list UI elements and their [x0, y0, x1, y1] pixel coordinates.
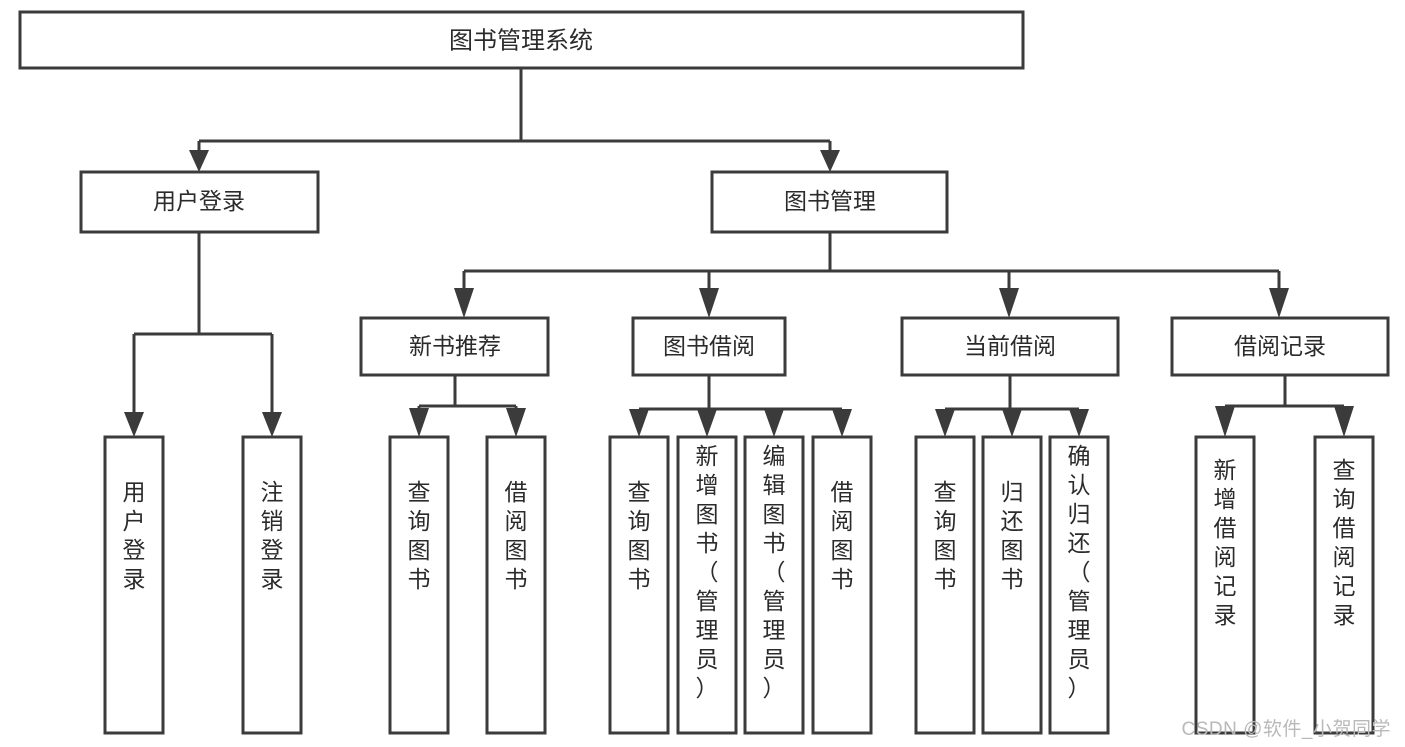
node-user-login-box[interactable]: [79, 170, 320, 234]
leaf-box[interactable]: [1194, 435, 1256, 735]
leaf-node[interactable]: 借阅图书: [485, 435, 547, 735]
node-current-borrow-label: 当前借阅: [964, 333, 1056, 359]
leaf-node[interactable]: 查询图书: [608, 435, 670, 735]
connector-group-book-borrow: [629, 375, 852, 437]
node-book-manage[interactable]: 图书管理: [710, 170, 949, 234]
leaf-box[interactable]: [676, 435, 738, 735]
arrow-head-icon-bookmanage-0: [454, 288, 474, 318]
node-borrow-record-label: 借阅记录: [1234, 333, 1326, 359]
node-root-label: 图书管理系统: [449, 27, 593, 54]
node-book-borrow[interactable]: 图书借阅: [631, 316, 787, 377]
leaf-label: 查询图书: [408, 479, 431, 592]
leaf-label: 新增图书（管理员）: [696, 443, 719, 701]
leaf-node[interactable]: 查询图书: [388, 435, 450, 735]
arrow-head-icon-root-1: [820, 150, 840, 172]
arrow-head-icon-userlogin-1: [262, 412, 282, 437]
node-user-login-label: 用户登录: [153, 188, 245, 214]
leaf-node[interactable]: 查询借阅记录: [1313, 435, 1375, 735]
node-current-borrow-box[interactable]: [900, 316, 1120, 377]
node-book-borrow-label: 图书借阅: [663, 333, 755, 359]
leaf-label: 查询借阅记录: [1333, 457, 1356, 628]
node-user-login[interactable]: 用户登录: [79, 170, 320, 234]
leaf-label: 新增借阅记录: [1214, 457, 1237, 628]
node-borrow-record[interactable]: 借阅记录: [1170, 316, 1390, 377]
node-new-book-recommend-box[interactable]: [359, 316, 550, 377]
connector-group-current-borrow: [935, 375, 1089, 437]
node-borrow-record-box[interactable]: [1170, 316, 1390, 377]
arrow-head-icon-newbook-1: [506, 408, 526, 437]
arrow-head-icon-borrowrecord-0: [1215, 406, 1235, 437]
arrow-head-icon-borrowrecord-1: [1334, 406, 1354, 437]
connector-group-root: [189, 68, 840, 172]
leaf-label: 查询图书: [628, 479, 651, 592]
leaf-node[interactable]: 用户登录: [103, 435, 165, 735]
arrow-head-icon-bookmanage-3: [1269, 288, 1289, 318]
arrow-head-icon-bookborrow-1: [697, 409, 717, 437]
leaf-box[interactable]: [1313, 435, 1375, 735]
leaf-box[interactable]: [981, 435, 1043, 735]
node-root-box[interactable]: [18, 10, 1025, 70]
arrow-head-icon-root-0: [189, 150, 209, 172]
node-current-borrow[interactable]: 当前借阅: [900, 316, 1120, 377]
leaf-node[interactable]: 归还图书: [981, 435, 1043, 735]
connector-group-borrow-record: [1215, 375, 1354, 437]
arrow-head-icon-bookborrow-2: [764, 409, 784, 437]
leaf-node[interactable]: 注销登录: [241, 435, 303, 735]
node-book-manage-box[interactable]: [710, 170, 949, 234]
arrow-head-icon-newbook-0: [409, 408, 429, 437]
leaf-label: 用户登录: [123, 479, 146, 592]
leaf-box[interactable]: [241, 435, 303, 735]
node-book-manage-label: 图书管理: [784, 188, 876, 214]
arrow-head-icon-bookborrow-3: [832, 409, 852, 437]
leaf-node[interactable]: 编辑图书（管理员）: [743, 435, 805, 735]
leaf-label: 注销登录: [261, 479, 284, 592]
leaf-node[interactable]: 新增借阅记录: [1194, 435, 1256, 735]
node-new-book-recommend[interactable]: 新书推荐: [359, 316, 550, 377]
leaf-box[interactable]: [1048, 435, 1110, 735]
leaf-box[interactable]: [103, 435, 165, 735]
leaf-label: 归还图书: [1001, 479, 1024, 592]
leaf-label: 借阅图书: [505, 479, 528, 592]
leaf-box[interactable]: [608, 435, 670, 735]
arrow-head-icon-userlogin-0: [124, 412, 144, 437]
connector-group-user-login: [124, 232, 282, 437]
connector-group-book-manage: [454, 232, 1289, 318]
arrow-head-icon-bookmanage-1: [699, 288, 719, 318]
leaf-label: 查询图书: [934, 479, 957, 592]
connector-group-new-book: [409, 375, 526, 437]
arrow-head-icon-bookborrow-0: [629, 409, 649, 437]
leaf-label: 编辑图书（管理员）: [763, 443, 786, 701]
node-new-book-recommend-label: 新书推荐: [409, 333, 501, 359]
leaf-box[interactable]: [811, 435, 873, 735]
leaf-node[interactable]: 借阅图书: [811, 435, 873, 735]
arrow-head-icon-currentborrow-2: [1069, 409, 1089, 437]
leaf-node[interactable]: 查询图书: [914, 435, 976, 735]
leaf-box[interactable]: [485, 435, 547, 735]
leaf-node[interactable]: 确认归还（管理员）: [1048, 435, 1110, 735]
leaf-label: 确认归还（管理员）: [1068, 443, 1091, 701]
arrow-head-icon-bookmanage-2: [999, 288, 1019, 318]
arrow-head-icon-currentborrow-0: [935, 409, 955, 437]
arrow-head-icon-currentborrow-1: [1002, 409, 1022, 437]
leaf-box[interactable]: [914, 435, 976, 735]
node-book-borrow-box[interactable]: [631, 316, 787, 377]
node-root[interactable]: 图书管理系统: [18, 10, 1025, 70]
leaf-box[interactable]: [388, 435, 450, 735]
leaf-node[interactable]: 新增图书（管理员）: [676, 435, 738, 735]
leaf-label: 借阅图书: [831, 479, 854, 592]
leaf-box[interactable]: [743, 435, 805, 735]
watermark-text: CSDN @软件_小贺同学: [1181, 719, 1391, 740]
